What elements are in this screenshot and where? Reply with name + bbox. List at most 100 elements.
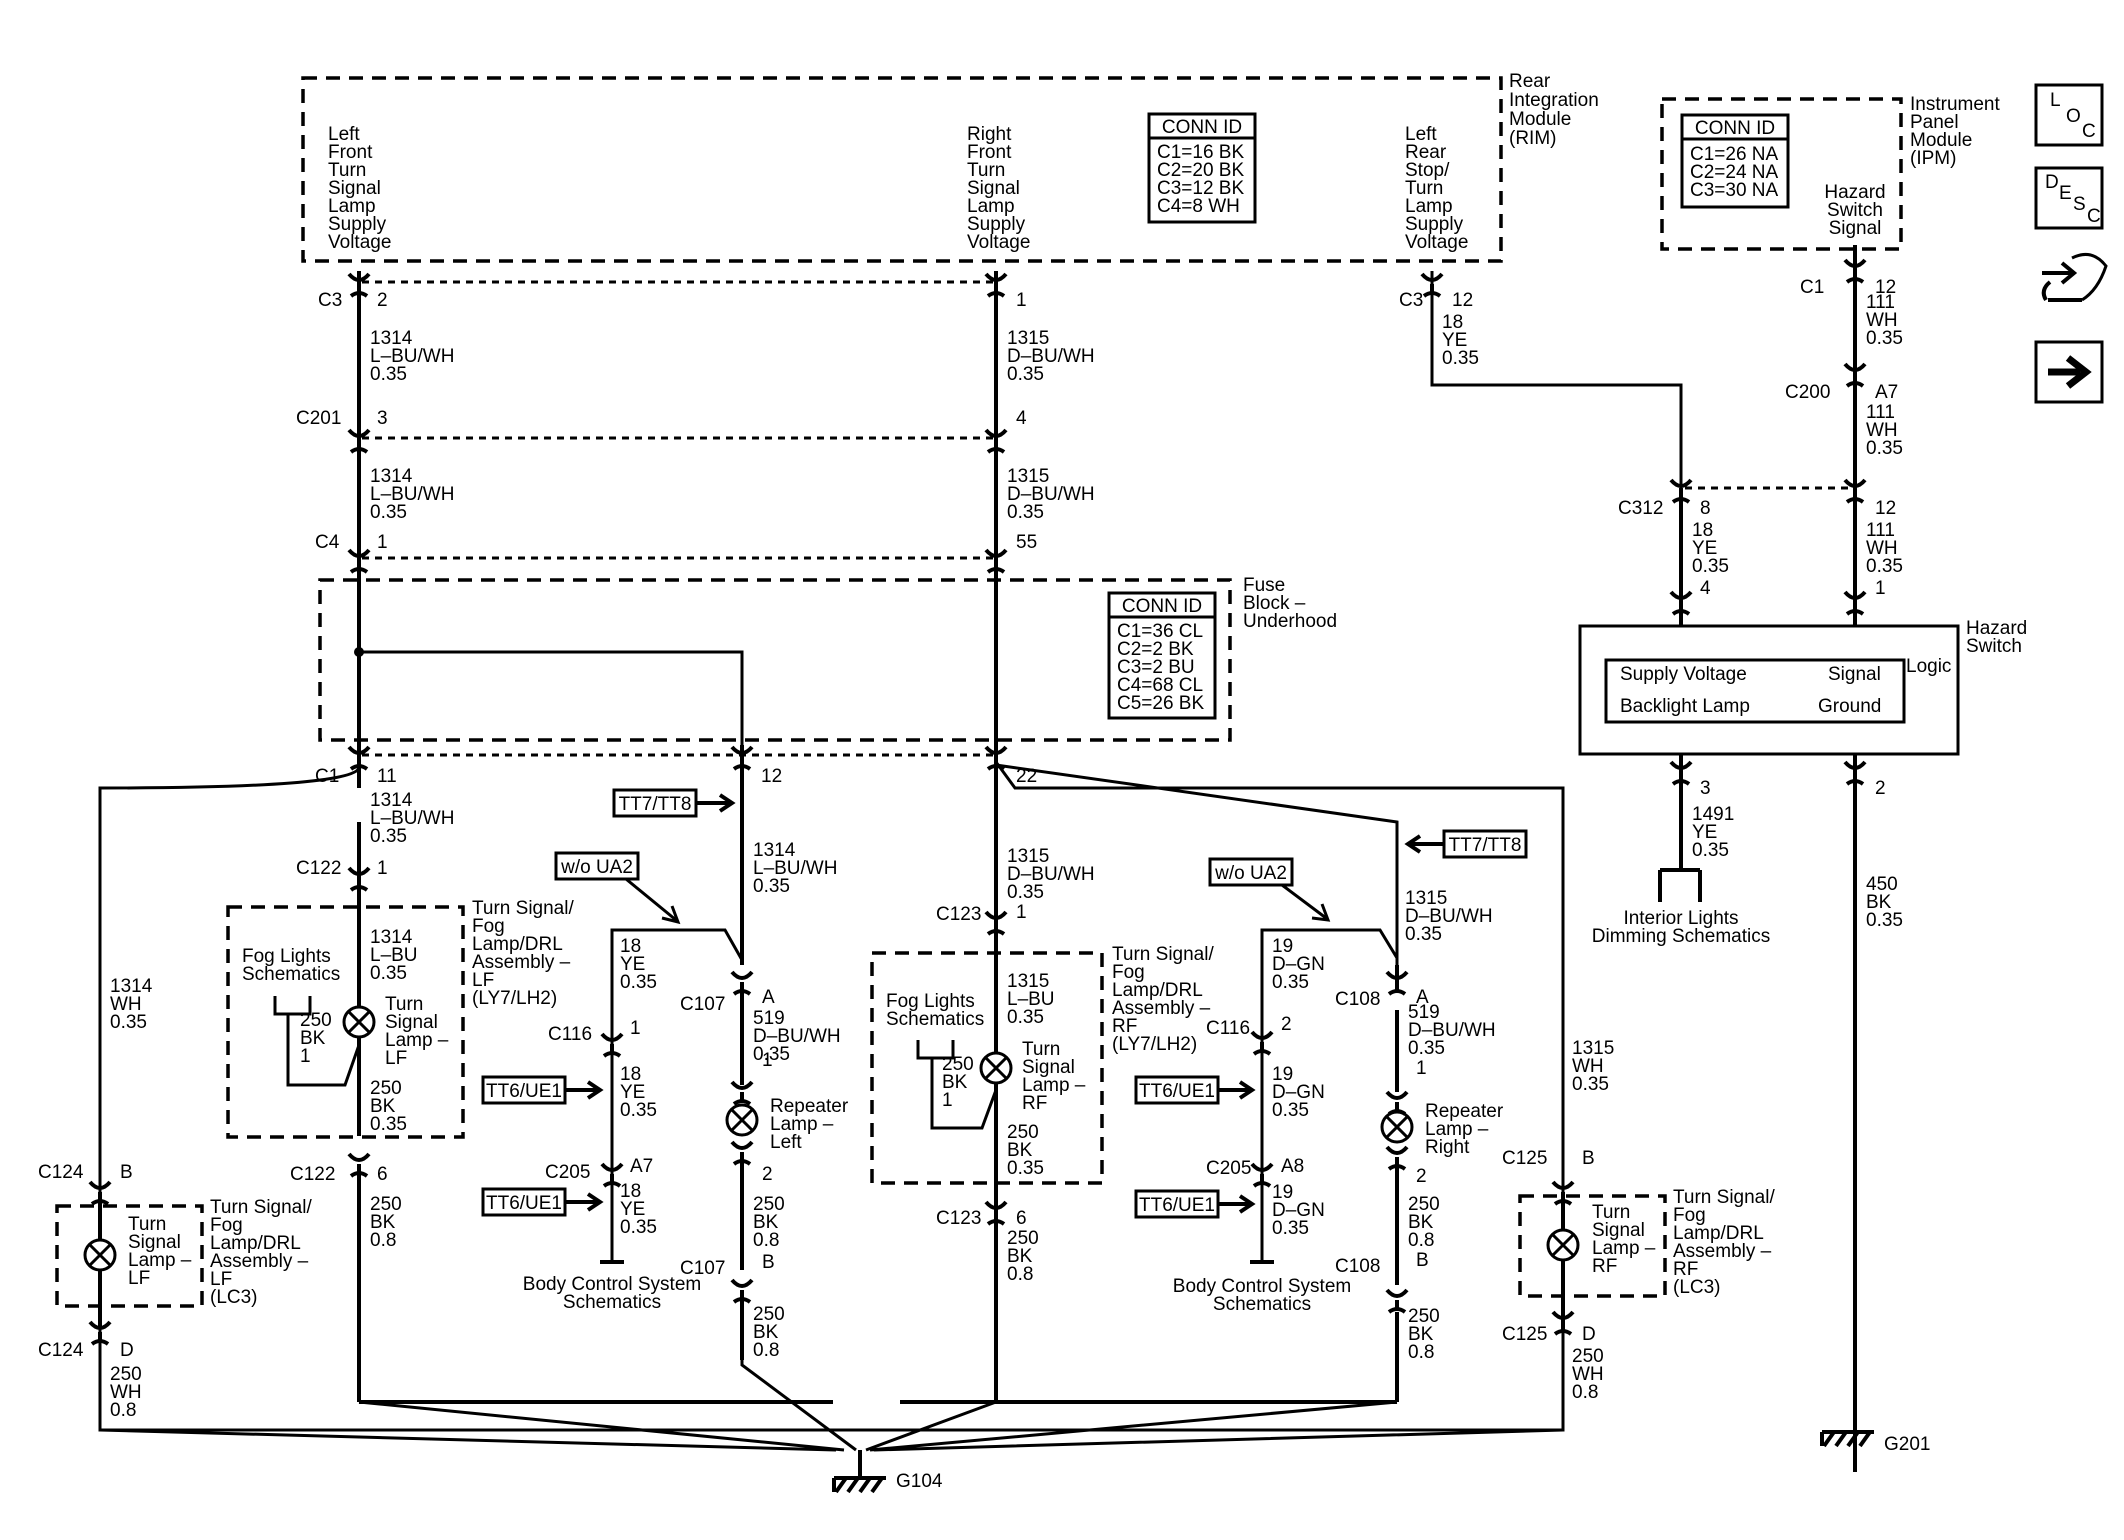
connector-symbol — [986, 447, 1006, 454]
tt6-tag-1: TT6/UE1 — [481, 1075, 604, 1105]
ua2-tag-right: w/o UA2 — [1208, 857, 1331, 922]
svg-text:Signal: Signal — [1828, 664, 1881, 685]
connector-symbol — [986, 1219, 1006, 1226]
svg-text:C200: C200 — [1785, 382, 1830, 403]
svg-text:C116: C116 — [1206, 1018, 1250, 1039]
option-tags: TT7/TT8 TT7/TT8 w/o UA2 w/o UA2 TT6/UE1 … — [481, 788, 1528, 1219]
svg-text:C116: C116 — [548, 1024, 592, 1045]
connector-symbol — [1845, 779, 1865, 786]
connector-symbol — [1553, 1199, 1573, 1206]
connector-symbol — [1845, 277, 1865, 284]
pin-labels: 2 1 12 3 4 1 55 11 12 22 1 6 1 6 A 1 2 B… — [120, 277, 1898, 1361]
svg-text:C125: C125 — [1502, 1148, 1547, 1169]
svg-text:CONN ID: CONN ID — [1162, 117, 1242, 138]
connector-symbol — [349, 447, 369, 454]
svg-text:55: 55 — [1016, 532, 1037, 553]
interior-lights-wire — [1658, 754, 1702, 902]
svg-text:B: B — [762, 1252, 775, 1273]
connector-symbol — [1252, 1049, 1272, 1056]
svg-text:C1: C1 — [1800, 277, 1824, 298]
svg-text:A7: A7 — [630, 1156, 653, 1177]
tt6-tag-2: TT6/UE1 — [481, 1187, 604, 1217]
connector-symbol — [90, 1339, 110, 1346]
svg-text:19D–GN0.35: 19D–GN0.35 — [1272, 1064, 1325, 1121]
svg-text:1: 1 — [1416, 1058, 1427, 1079]
svg-text:C124: C124 — [38, 1162, 84, 1183]
svg-text:w/o UA2: w/o UA2 — [1214, 863, 1287, 884]
svg-text:TT7/TT8: TT7/TT8 — [1449, 835, 1522, 856]
svg-text:CONN ID: CONN ID — [1122, 596, 1202, 617]
svg-text:C108: C108 — [1335, 1256, 1380, 1277]
connector-symbol — [602, 1051, 622, 1058]
svg-text:C1: C1 — [315, 766, 339, 787]
svg-text:E: E — [2059, 183, 2072, 204]
svg-text:C107: C107 — [680, 994, 725, 1015]
svg-text:D: D — [120, 1340, 134, 1361]
svg-text:1: 1 — [1016, 290, 1027, 311]
rf-turn-signal-lamp-icon — [979, 1051, 1013, 1085]
connector-ties — [362, 280, 993, 757]
svg-text:12: 12 — [1875, 498, 1896, 519]
desc-icon[interactable]: D E S C — [2034, 166, 2104, 230]
connector-symbol — [602, 1181, 622, 1188]
next-page-arrow-icon[interactable] — [2034, 340, 2104, 404]
connector-view-icon[interactable] — [2041, 252, 2108, 302]
svg-text:B: B — [1582, 1148, 1595, 1169]
svg-text:6: 6 — [1016, 1208, 1027, 1229]
svg-text:O: O — [2066, 106, 2081, 127]
connector-symbol — [349, 885, 369, 892]
connector-symbol — [986, 291, 1006, 298]
connector-symbol — [732, 1159, 752, 1166]
lf-turn-signal-lamp-icon — [342, 1005, 376, 1039]
svg-text:C122: C122 — [290, 1164, 335, 1185]
connector-symbol — [986, 929, 1006, 936]
svg-text:CONN ID: CONN ID — [1695, 118, 1775, 139]
svg-text:C: C — [2087, 206, 2101, 227]
svg-text:12: 12 — [1452, 290, 1473, 311]
svg-text:12: 12 — [1875, 277, 1896, 298]
svg-text:2: 2 — [1281, 1014, 1292, 1035]
nav-icons[interactable]: L O C D E S C — [2034, 83, 2108, 404]
svg-text:1: 1 — [630, 1018, 641, 1039]
svg-text:A: A — [762, 987, 775, 1008]
svg-text:S: S — [2073, 194, 2086, 215]
right-repeater-lamp-icon — [1380, 1110, 1414, 1144]
loc-icon[interactable]: L O C — [2034, 83, 2104, 147]
svg-text:A: A — [1416, 987, 1429, 1008]
connector-symbol — [732, 989, 752, 996]
svg-text:19D–GN0.35: 19D–GN0.35 — [1272, 936, 1325, 993]
connector-symbol — [349, 291, 369, 298]
